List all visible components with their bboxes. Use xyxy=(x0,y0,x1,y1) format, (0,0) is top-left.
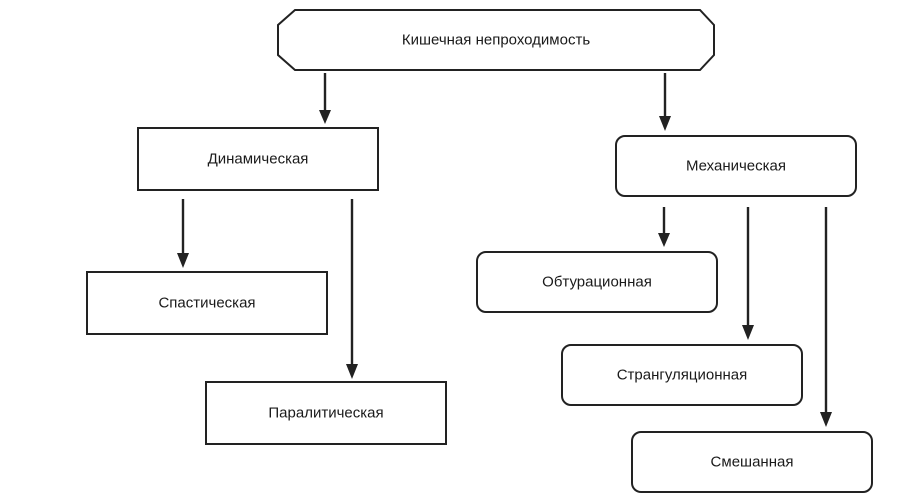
node-mixed-label: Смешанная xyxy=(711,454,794,471)
arrow-mechanical-to-obturation xyxy=(658,207,670,247)
node-spastic-shape xyxy=(86,271,328,335)
node-spastic: Спастическая xyxy=(86,271,328,335)
node-root-label: Кишечная непроходимость xyxy=(402,32,590,49)
node-dynamic-label: Динамическая xyxy=(208,151,309,168)
arrow-mechanical-to-strangulation xyxy=(742,207,754,340)
arrow-mechanical-to-mixed xyxy=(820,207,832,427)
node-paralytic-shape xyxy=(205,381,447,445)
arrow-root-to-dynamic xyxy=(319,73,331,124)
node-mixed: Смешанная xyxy=(631,431,873,493)
arrow-root-to-mechanical xyxy=(659,73,671,131)
node-mechanical-label: Механическая xyxy=(686,158,786,175)
node-strangulation: Странгуляционная xyxy=(561,344,803,406)
node-mixed-shape xyxy=(631,431,873,493)
node-obturation: Обтурационная xyxy=(476,251,718,313)
node-obturation-shape xyxy=(476,251,718,313)
node-strangulation-label: Странгуляционная xyxy=(617,367,748,384)
arrow-dynamic-to-spastic xyxy=(177,199,189,268)
node-mechanical: Механическая xyxy=(615,135,857,197)
node-root-shape xyxy=(277,9,715,71)
node-dynamic-shape xyxy=(137,127,379,191)
node-obturation-label: Обтурационная xyxy=(542,274,652,291)
node-spastic-label: Спастическая xyxy=(158,295,255,312)
node-dynamic: Динамическая xyxy=(137,127,379,191)
node-root: Кишечная непроходимость xyxy=(277,9,715,71)
node-paralytic-label: Паралитическая xyxy=(268,405,383,422)
node-paralytic: Паралитическая xyxy=(205,381,447,445)
node-strangulation-shape xyxy=(561,344,803,406)
node-mechanical-shape xyxy=(615,135,857,197)
arrow-dynamic-to-paralytic xyxy=(346,199,358,379)
